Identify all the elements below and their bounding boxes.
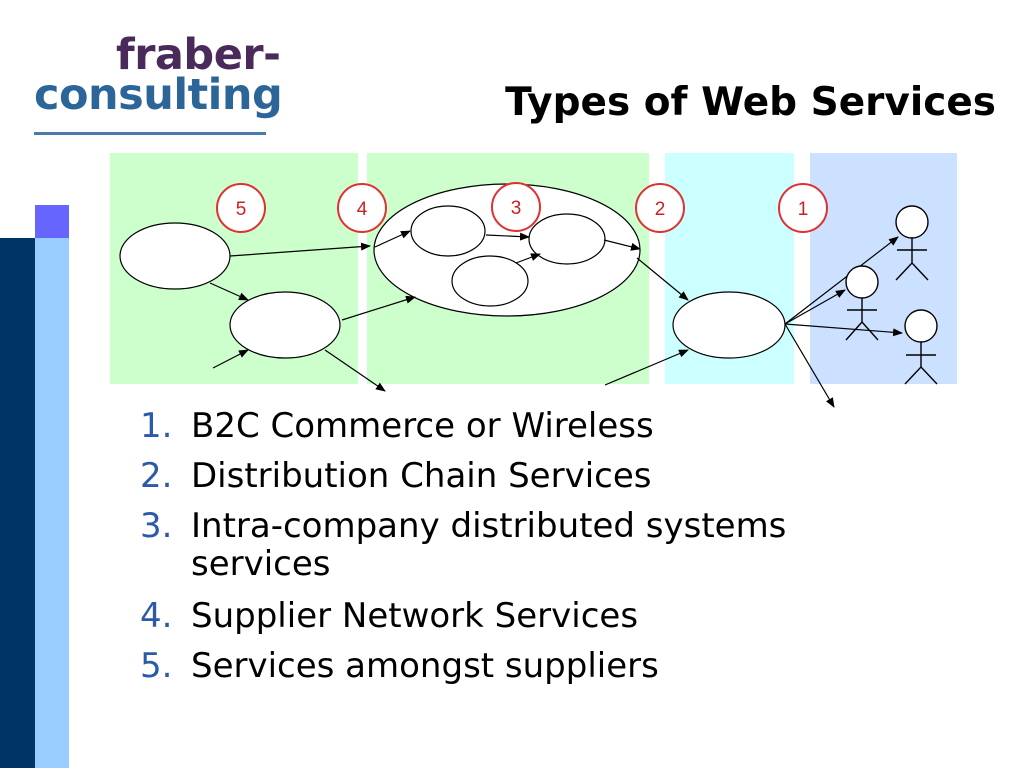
slide-title: Types of Web Services: [505, 80, 996, 125]
customer-figure-2: [845, 265, 879, 341]
arrow-to-customer-3: [784, 323, 903, 337]
left-bar-dark: [0, 238, 35, 768]
web-services-diagram: 5 4 3 2 1: [110, 153, 957, 408]
supplier-node-b: [229, 291, 341, 359]
arrow-boundary-to-node-a: [374, 230, 411, 248]
list-item-text: Distribution Chain Services: [191, 456, 652, 496]
logo-line-1: fraber-: [116, 30, 281, 80]
distribution-node: [672, 291, 786, 359]
arrow-node-c-to-b: [515, 253, 541, 264]
badge-1-label: 1: [798, 199, 809, 220]
zone-customers: [810, 153, 957, 384]
list-item: 2. Distribution Chain Services: [140, 456, 1000, 496]
logo-underline: [34, 132, 266, 135]
list-item-text-continued: services: [191, 544, 331, 584]
list-item: 3. Intra-company distributed systems ser…: [140, 506, 1000, 582]
company-node-b: [528, 213, 606, 265]
logo-line-2: consulting: [34, 70, 283, 120]
badge-2-label: 2: [655, 199, 666, 220]
arrow-distribution-out: [784, 323, 835, 408]
left-bar-light: [35, 238, 69, 768]
arrow-node-a-to-b: [485, 232, 530, 241]
company-node-a: [410, 205, 486, 257]
arrow-supplier-b-to-company: [341, 295, 416, 321]
list-item-number: 5.: [140, 646, 173, 686]
list-item-text: B2C Commerce or Wireless: [191, 406, 654, 446]
list-item-text: Intra-company distributed systems: [191, 506, 787, 546]
customer-figure-3: [904, 309, 938, 385]
arrow-supplier-to-company: [229, 242, 371, 257]
arrow-node-b-to-boundary: [603, 239, 641, 251]
list-item: 1. B2C Commerce or Wireless: [140, 406, 1000, 446]
badge-5: 5: [216, 183, 266, 233]
arrow-incoming-supplier-b: [212, 349, 249, 369]
list-item: 5. Services amongst suppliers: [140, 646, 1000, 686]
left-bar-square: [35, 205, 69, 238]
badge-3: 3: [491, 182, 541, 232]
arrow-supplier-a-to-b: [209, 282, 249, 301]
supplier-node-a: [119, 222, 231, 290]
arrow-company-to-distribution: [636, 257, 689, 301]
arrow-to-customer-1: [784, 236, 899, 325]
badge-2: 2: [635, 183, 685, 233]
list-item-number: 2.: [140, 456, 173, 496]
diagram-arrows: [209, 230, 903, 408]
arrow-incoming-distribution: [604, 349, 689, 386]
list-item-text: Services amongst suppliers: [191, 646, 659, 686]
badge-5-label: 5: [236, 199, 247, 220]
list-item-number: 3.: [140, 506, 173, 546]
arrow-supplier-b-out: [324, 349, 386, 392]
company-node-c: [451, 255, 529, 307]
list-item: 4. Supplier Network Services: [140, 596, 1000, 636]
list-item-number: 4.: [140, 596, 173, 636]
badge-4: 4: [337, 183, 387, 233]
badge-4-label: 4: [357, 199, 368, 220]
badge-3-label: 3: [511, 198, 522, 219]
list-item-text: Supplier Network Services: [191, 596, 639, 636]
list-item-number: 1.: [140, 406, 173, 446]
customer-figure-1: [895, 205, 929, 281]
badge-1: 1: [778, 183, 828, 233]
service-types-list: 1. B2C Commerce or Wireless 2. Distribut…: [140, 406, 1000, 696]
arrow-to-customer-2: [784, 289, 846, 325]
